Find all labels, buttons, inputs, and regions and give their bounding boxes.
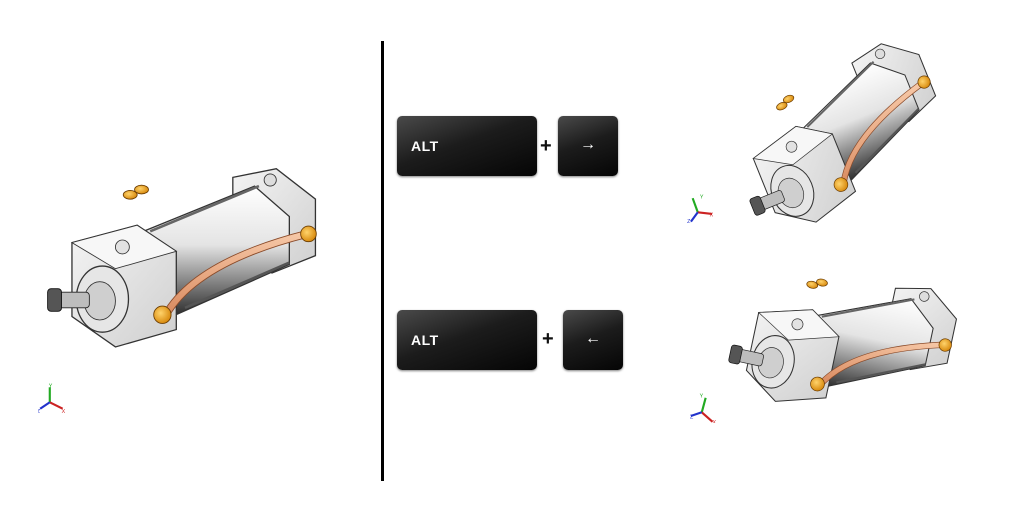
cylinder-model-original	[45, 160, 325, 360]
cylinder-model-rotated-left-tilt	[730, 38, 950, 238]
arrow-left-icon: ←	[585, 330, 601, 348]
triad-z-label: Z	[38, 409, 41, 413]
triad-x-label: X	[713, 420, 717, 423]
plus-sign-1: +	[540, 135, 552, 157]
triad-z-label: Z	[687, 219, 691, 223]
left-arrow-key: ←	[563, 310, 623, 370]
plus-sign-2: +	[542, 328, 554, 350]
coordinate-triad-left: Y X Z	[38, 383, 66, 413]
arrow-right-icon: →	[580, 136, 596, 154]
alt-key-label: ALT	[411, 332, 439, 348]
cylinder-model-rotated-right-tilt	[725, 265, 965, 425]
triad-y-label: Y	[700, 393, 704, 399]
alt-key-label: ALT	[411, 138, 439, 154]
coordinate-triad-bottom-right: Y X Z	[690, 393, 720, 423]
triad-z-label: Z	[690, 415, 694, 421]
vertical-divider	[381, 41, 384, 481]
alt-key-2: ALT	[397, 310, 537, 370]
triad-x-label: X	[62, 409, 66, 413]
coordinate-triad-top-right: Y X Z	[686, 193, 714, 223]
triad-y-label: Y	[49, 383, 53, 389]
right-arrow-key: →	[558, 116, 618, 176]
triad-y-label: Y	[700, 194, 704, 200]
triad-x-label: X	[710, 213, 714, 219]
alt-key-1: ALT	[397, 116, 537, 176]
